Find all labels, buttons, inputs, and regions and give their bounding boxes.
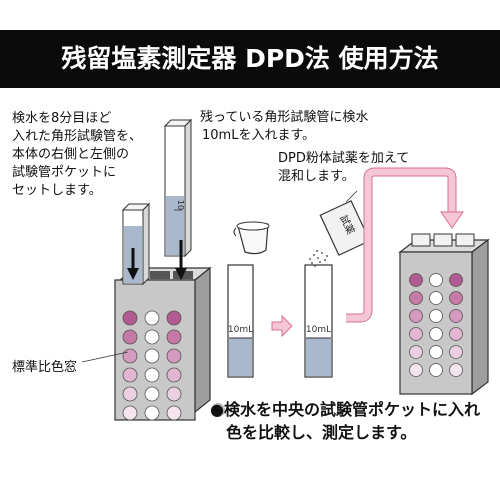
standard-color-circle <box>122 329 138 345</box>
beaker <box>233 221 270 255</box>
standard-color-circle <box>166 310 182 326</box>
standard-color-circle <box>122 348 138 364</box>
tube-mark-label: 10mL <box>228 325 253 335</box>
powder-dot <box>314 265 316 267</box>
standard-color-grid-left <box>122 310 182 421</box>
transfer-arrow-head <box>440 211 464 229</box>
blank-window-circle <box>144 310 160 326</box>
standard-color-circle <box>409 273 423 287</box>
standard-color-circle <box>449 345 463 359</box>
powder-dot <box>317 257 319 259</box>
blank-window-circle <box>144 367 160 383</box>
step3-line: 混和します。 <box>278 169 355 184</box>
standard-color-circle <box>409 327 423 341</box>
tube-mark-small: 10 <box>176 200 185 210</box>
standard-color-circle <box>409 309 423 323</box>
standard-color-circle <box>166 367 182 383</box>
step1-line: 試験管ポケットに <box>12 165 117 180</box>
blank-window-circle <box>429 363 443 377</box>
title-bar: 残留塩素測定器 DPD法 使用方法 <box>0 30 500 88</box>
standard-color-circle <box>449 309 463 323</box>
powder-dot <box>321 252 323 254</box>
standard-color-circle <box>122 405 138 421</box>
blank-window-circle <box>429 291 443 305</box>
powder-dot <box>316 250 318 252</box>
step3-line: DPD粉体試薬を加えて <box>278 151 410 166</box>
powder-dot <box>311 262 313 264</box>
left-device <box>114 266 212 421</box>
blank-window-circle <box>144 348 160 364</box>
step2-line: 残っている角形試験管に検水 <box>200 110 369 125</box>
powder-dot <box>322 264 324 266</box>
step2-text: 残っている角形試験管に検水 10mLを入れます。 <box>200 109 368 145</box>
standard-color-circle <box>166 386 182 402</box>
standard-color-circle <box>449 327 463 341</box>
standard-color-circle <box>122 386 138 402</box>
step1-line: 本体の右側と左側の <box>12 147 130 162</box>
blank-window-circle <box>144 329 160 345</box>
reagent-packet: 試薬 <box>319 200 371 256</box>
standard-color-circle <box>449 273 463 287</box>
arrow-down-left-head <box>127 268 139 280</box>
transfer-arrow <box>346 168 456 322</box>
standard-color-grid-right <box>409 273 463 377</box>
color-window-label: 標準比色窓 <box>12 360 78 375</box>
tube-10ml: 10mL <box>227 264 254 378</box>
standard-color-circle <box>122 310 138 326</box>
blank-window-circle <box>429 345 443 359</box>
standard-color-circle <box>166 405 182 421</box>
standard-color-circle <box>122 367 138 383</box>
step1-line: セットします。 <box>12 183 102 198</box>
standard-color-circle <box>449 363 463 377</box>
step3-pointer <box>345 190 358 203</box>
blank-window-circle <box>144 386 160 402</box>
standard-color-circle <box>166 329 182 345</box>
tube-right: 10 <box>163 118 193 258</box>
blank-window-circle <box>429 309 443 323</box>
standard-color-circle <box>166 348 182 364</box>
powder-dot <box>319 261 321 263</box>
standard-color-circle <box>409 363 423 377</box>
tube-reagent: 10mL <box>304 264 333 378</box>
final-line: ●検水を中央の試験管ポケットに入れ <box>210 400 480 419</box>
bullet-icon <box>211 403 225 417</box>
page-title: 残留塩素測定器 DPD法 使用方法 <box>61 44 439 73</box>
blank-window-circle <box>144 405 160 421</box>
tube-mark-label-2: 10mL <box>306 325 331 335</box>
final-instruction: ●検水を中央の試験管ポケットに入れ 色を比較し、測定します。 <box>210 398 480 444</box>
powder-dot <box>326 255 328 257</box>
step1-text: 検水を8分目ほど 入れた角形試験管を、 本体の右側と左側の 試験管ポケットに セ… <box>12 110 142 200</box>
step3-text: DPD粉体試薬を加えて 混和します。 <box>278 150 409 186</box>
step1-line: 入れた角形試験管を、 <box>12 129 143 144</box>
color-window-pointer <box>81 351 129 363</box>
step1-line: 検水を8分目ほど <box>12 111 112 126</box>
step2-line: 10mLを入れます。 <box>202 128 316 143</box>
powder-dot <box>313 254 315 256</box>
reagent-powder <box>309 250 328 267</box>
arrow-right <box>271 314 293 338</box>
arrow-down-right-head <box>175 268 187 280</box>
standard-color-circle <box>449 291 463 305</box>
blank-window-circle <box>429 327 443 341</box>
final-line: 色を比較し、測定します。 <box>226 423 417 442</box>
powder-dot <box>309 258 311 260</box>
powder-dot <box>324 259 326 261</box>
blank-window-circle <box>429 273 443 287</box>
standard-color-circle <box>409 291 423 305</box>
standard-color-circle <box>409 345 423 359</box>
right-device <box>398 233 490 396</box>
